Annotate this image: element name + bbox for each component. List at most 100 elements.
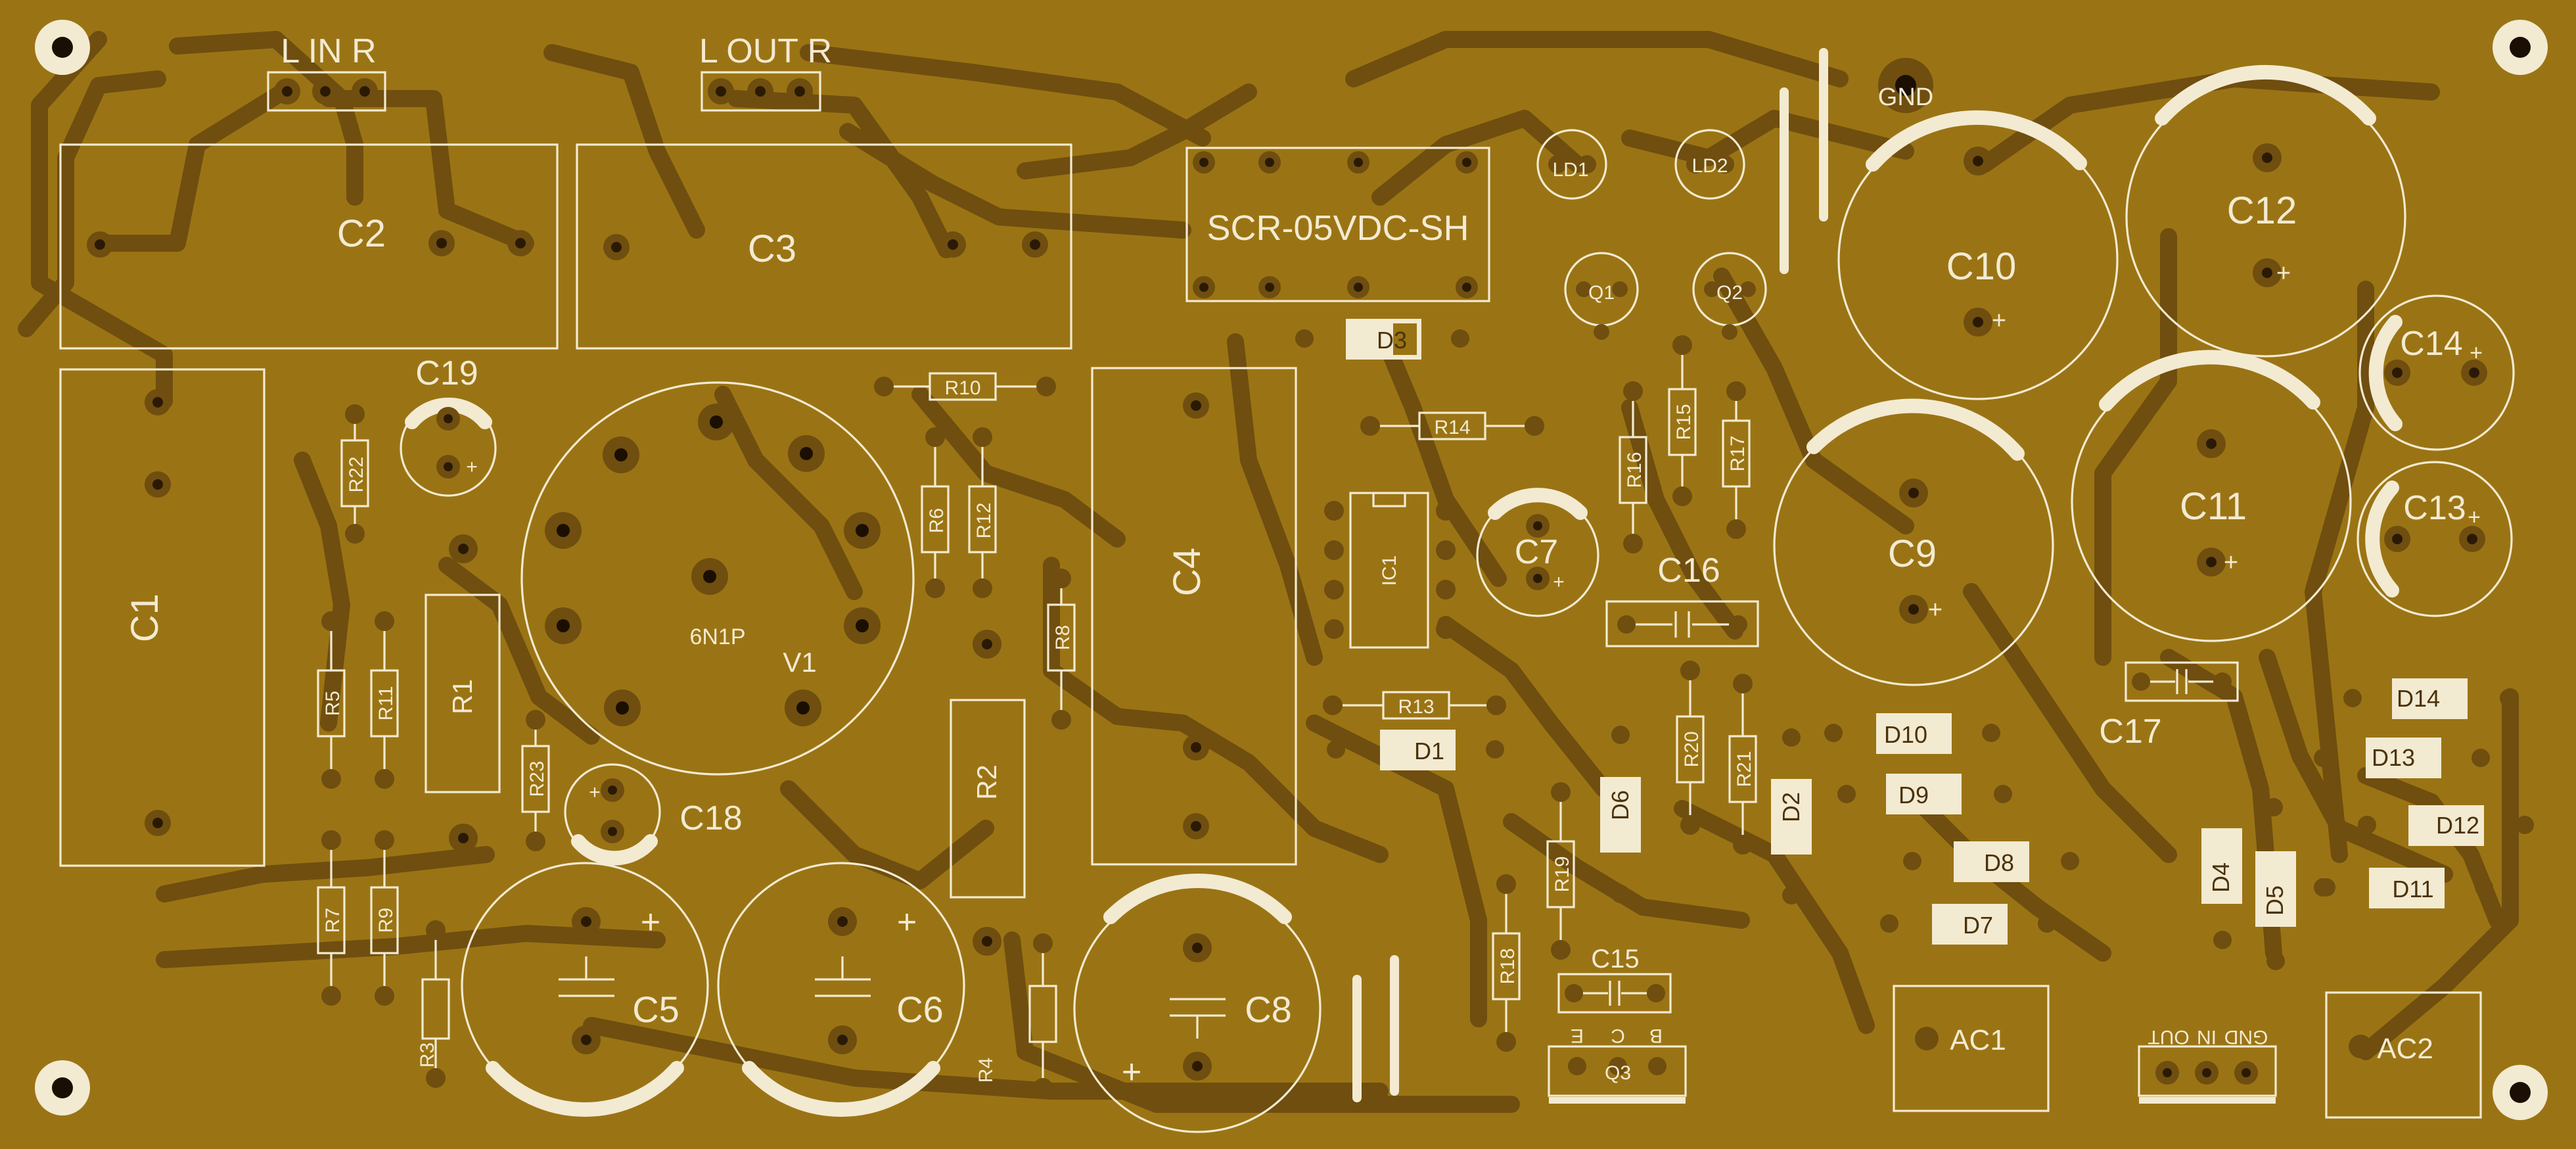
capacitor-c3: C3 xyxy=(576,143,1072,350)
q3-pin-e: E xyxy=(1571,1025,1584,1046)
diode-d1: D1 xyxy=(1327,730,1504,770)
label-c16: C16 xyxy=(1657,551,1720,590)
label-d7: D7 xyxy=(1963,912,1993,939)
label-r6: R6 xyxy=(926,508,948,533)
label-r15: R15 xyxy=(1673,404,1695,440)
label-c11: C11 xyxy=(2180,485,2247,528)
capacitor-c19: + C19 xyxy=(400,354,497,497)
resistor-r16: R16 xyxy=(1619,381,1647,553)
c18-plus: + xyxy=(589,782,601,803)
diode-d14: D14 xyxy=(2343,678,2518,719)
c14-plus: + xyxy=(2470,340,2483,365)
label-r22: R22 xyxy=(346,456,367,492)
label-c8: C8 xyxy=(1245,989,1292,1030)
input-connector-label: L IN R xyxy=(281,32,376,70)
led-ld1: LD1 xyxy=(1536,129,1607,200)
copper-traces xyxy=(18,31,2519,1113)
label-r11: R11 xyxy=(375,686,397,721)
c6-plus: + xyxy=(897,903,917,941)
label-d5: D5 xyxy=(2261,885,2288,916)
label-ic1: IC1 xyxy=(1379,555,1400,586)
c8-plus: + xyxy=(1122,1053,1141,1091)
output-connector: L OUT R xyxy=(699,32,832,112)
capacitor-c6: + C6 xyxy=(717,862,965,1117)
regulator: OUT IN GND xyxy=(2138,1026,2277,1104)
label-ld1: LD1 xyxy=(1552,159,1588,181)
resistor-r1: R1 xyxy=(425,534,501,853)
label-r23: R23 xyxy=(526,761,548,797)
label-r1: R1 xyxy=(447,679,478,715)
resistor-r3: R3 xyxy=(417,920,450,1088)
gnd-pad: GND xyxy=(1878,58,1933,113)
relay-scr-05vdc-sh: SCR-05VDC-SH xyxy=(1185,147,1490,302)
label-c4: C4 xyxy=(1166,548,1208,596)
label-r18: R18 xyxy=(1497,948,1519,984)
label-d2: D2 xyxy=(1778,792,1805,822)
label-d9: D9 xyxy=(1898,782,1929,809)
diode-d11: D11 xyxy=(2317,868,2493,908)
label-c17: C17 xyxy=(2099,713,2161,751)
tube-type-label: 6N1P xyxy=(689,624,745,649)
resistor-r18: R18 xyxy=(1492,874,1521,1052)
label-c3: C3 xyxy=(748,227,796,270)
label-r21: R21 xyxy=(1734,751,1755,787)
diode-d12: D12 xyxy=(2358,805,2534,846)
q3-pin-b: B xyxy=(1649,1025,1663,1046)
mounting-holes xyxy=(35,20,2548,1120)
resistor-r10: R10 xyxy=(874,372,1056,401)
c12-plus: + xyxy=(2276,260,2291,287)
capacitor-c4: C4 xyxy=(1091,367,1297,866)
diode-d10: D10 xyxy=(1824,713,2000,754)
label-c10: C10 xyxy=(1946,245,2016,288)
resistor-r8: R8 xyxy=(1047,569,1076,730)
label-r3: R3 xyxy=(417,1043,438,1067)
label-d13: D13 xyxy=(2372,744,2415,771)
resistor-r11: R11 xyxy=(370,611,399,789)
resistor-r2: R2 xyxy=(950,630,1026,956)
capacitor-c15: C15 xyxy=(1557,945,1672,1014)
label-r19: R19 xyxy=(1552,856,1573,892)
resistor-r12: R12 xyxy=(968,427,997,598)
label-r17: R17 xyxy=(1727,435,1749,471)
output-connector-label: L OUT R xyxy=(699,32,832,70)
label-q2: Q2 xyxy=(1716,282,1743,304)
diode-d7: D7 xyxy=(1880,904,2056,945)
capacitor-c1: C1 xyxy=(59,368,265,867)
label-r5: R5 xyxy=(322,691,344,716)
c11-plus: + xyxy=(2224,549,2238,576)
regulator-pin-in: IN xyxy=(2197,1026,2217,1048)
transistor-q3: E C B Q3 xyxy=(1548,1025,1687,1104)
label-r4: R4 xyxy=(975,1058,997,1083)
gnd-label: GND xyxy=(1878,83,1933,111)
ac1-connector: AC1 xyxy=(1893,985,2050,1112)
resistor-r21: R21 xyxy=(1728,674,1757,855)
capacitor-c7: + C7 xyxy=(1476,488,1599,617)
resistor-r6: R6 xyxy=(921,427,950,598)
label-c9: C9 xyxy=(1888,532,1937,575)
label-r8: R8 xyxy=(1052,625,1074,650)
resistor-r22: R22 xyxy=(340,404,369,544)
c19-plus: + xyxy=(466,456,478,478)
label-c2: C2 xyxy=(337,212,386,255)
c10-plus: + xyxy=(1992,307,2006,335)
tube-v1: 6N1P V1 xyxy=(520,381,915,776)
capacitor-c9: + C9 xyxy=(1773,398,2054,686)
label-r2: R2 xyxy=(971,764,1002,800)
regulator-pin-gnd: GND xyxy=(2224,1026,2268,1048)
label-r9: R9 xyxy=(375,908,397,933)
label-c7: C7 xyxy=(1515,533,1558,571)
capacitor-c8: + C8 xyxy=(1073,873,1322,1133)
label-r13: R13 xyxy=(1398,696,1434,718)
label-d10: D10 xyxy=(1884,721,1927,748)
diode-d13: D13 xyxy=(2314,738,2490,778)
capacitor-c14: C14 + xyxy=(2358,294,2515,451)
regulator-pin-out: OUT xyxy=(2148,1026,2189,1048)
capacitor-c12: + C12 xyxy=(2125,64,2406,358)
c7-plus: + xyxy=(1553,571,1565,593)
resistor-r15: R15 xyxy=(1668,335,1697,506)
jumpers xyxy=(1352,48,1828,1102)
resistor-r23: R23 xyxy=(521,710,550,851)
ic-ic1: IC1 xyxy=(1324,492,1456,649)
c9-plus: + xyxy=(1928,596,1943,624)
label-r20: R20 xyxy=(1681,731,1703,767)
